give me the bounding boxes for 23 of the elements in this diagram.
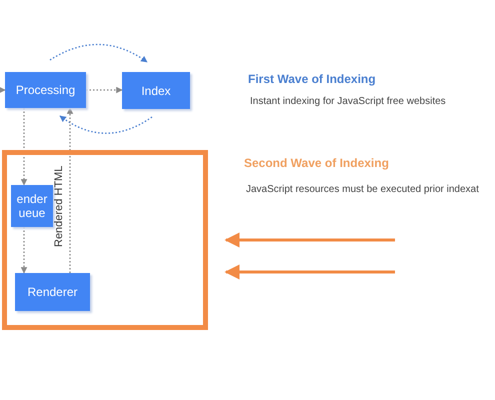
- heading: Second Wave of Indexing: [244, 156, 390, 170]
- description: Instant indexing for JavaScript free websites: [250, 96, 447, 107]
- process-box: [15, 273, 90, 311]
- process-box: [122, 72, 190, 109]
- arrow: [20, 108, 28, 186]
- node-label: Index: [141, 84, 171, 98]
- arrow: [20, 227, 28, 274]
- node-label: Processing: [16, 83, 76, 97]
- heading: First Wave of Indexing: [248, 72, 377, 86]
- arrow: [86, 86, 123, 94]
- edge-label: Rendered HTML: [53, 166, 65, 247]
- node-label: Renderer: [27, 285, 78, 299]
- group-frame: [2, 150, 208, 330]
- node-label: ender ueue: [16, 192, 48, 220]
- arrow: [50, 44, 148, 63]
- process-box: [11, 185, 53, 227]
- arrow: [66, 107, 74, 273]
- arrow: [59, 115, 152, 134]
- arrow: [224, 264, 395, 280]
- arrow: [224, 232, 395, 248]
- description: JavaScript resources must be executed prior indexat: [246, 184, 480, 195]
- process-box: [5, 72, 86, 108]
- arrow: [0, 86, 6, 94]
